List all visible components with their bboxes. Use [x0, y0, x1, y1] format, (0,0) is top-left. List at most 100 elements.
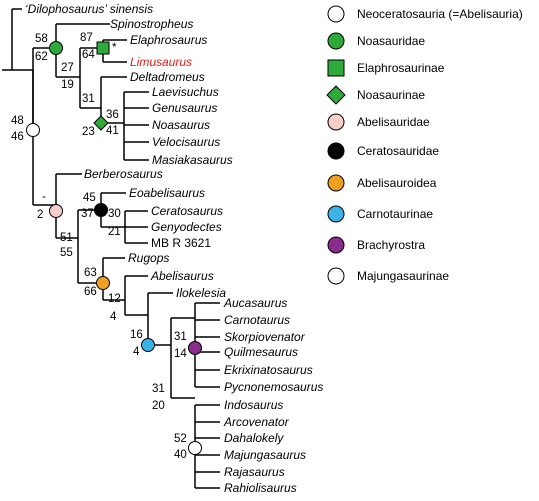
taxon-label: Dahalokely	[224, 431, 284, 445]
support-value: 4	[133, 346, 140, 358]
legend-item: Majungasaurinae	[327, 267, 449, 285]
purple-circle-icon	[327, 236, 345, 254]
taxon-label: Ekrixinatosaurus	[224, 363, 313, 377]
taxon-label: Quilmesaurus	[224, 345, 298, 359]
legend-label: Majungasaurinae	[357, 269, 449, 283]
support-value: 2	[37, 209, 43, 221]
support-value: 64	[82, 49, 95, 61]
support-value: 31	[82, 93, 95, 105]
taxon-label: Berberosaurus	[84, 167, 163, 181]
pink-circle-icon	[327, 113, 345, 131]
white-circle-icon	[327, 5, 345, 23]
support-value: 30	[108, 208, 121, 220]
support-value: 66	[84, 286, 97, 298]
neoceratosauria-node-marker	[26, 123, 40, 137]
taxon-label: Spinostropheus	[110, 17, 193, 31]
support-value: *	[112, 42, 117, 54]
support-value: 14	[174, 348, 187, 360]
support-value: 41	[106, 125, 119, 137]
support-value: 52	[174, 433, 187, 445]
support-value: 46	[11, 131, 24, 143]
legend-label: Abelisauridae	[357, 115, 430, 129]
majungasaurinae-node-marker	[188, 441, 202, 455]
green-diamond-icon	[326, 85, 346, 105]
legend-item: Elaphrosaurinae	[327, 59, 445, 77]
legend-item: Noasaurinae	[326, 85, 425, 105]
abelisauroidea-node-marker	[96, 276, 110, 290]
support-value: 31	[152, 383, 165, 395]
support-value: -	[42, 191, 46, 203]
taxon-label: Genusaurus	[152, 101, 217, 115]
green-circle-icon	[327, 32, 345, 50]
legend-item: Neoceratosauria (=Abelisauria)	[327, 5, 523, 23]
legend-item: Noasauridae	[327, 32, 425, 50]
legend-item: Abelisauridae	[327, 113, 430, 131]
support-value: 87	[80, 32, 93, 44]
support-value: 62	[35, 51, 48, 63]
taxon-label: MB R 3621	[151, 236, 211, 250]
support-value: 55	[60, 247, 73, 259]
support-value: 23	[82, 126, 95, 138]
support-value: 51	[60, 232, 73, 244]
support-value: 48	[11, 115, 24, 127]
support-value: 31	[174, 331, 187, 343]
taxon-label: Noasaurus	[152, 118, 210, 132]
abelisauridae-node-marker	[49, 204, 63, 218]
taxon-label: Ceratosaurus	[151, 204, 223, 218]
support-value: 45	[83, 192, 96, 204]
taxon-label: Genyodectes	[151, 220, 222, 234]
taxon-label: Rahiolisaurus	[224, 481, 297, 495]
taxon-label: Velocisaurus	[152, 135, 220, 149]
carnotaurinae-node-marker	[141, 338, 155, 352]
support-values: 48 46 58 62 27 19 87 64 * 31 23 36 41 - …	[11, 32, 187, 461]
support-value: 21	[108, 226, 121, 238]
taxon-label: Rajasaurus	[224, 465, 285, 479]
elaphrosaurinae-node-marker	[96, 41, 110, 55]
taxon-label: Elaphrosaurus	[130, 33, 207, 47]
legend-label: Elaphrosaurinae	[357, 61, 445, 75]
taxon-label: Indosaurus	[224, 398, 283, 412]
support-value: 58	[35, 33, 48, 45]
taxon-label: Pycnonemosaurus	[224, 380, 323, 394]
taxon-label: Limusaurus	[130, 55, 192, 69]
support-value: 27	[61, 62, 74, 74]
taxon-label: ‘Dilophosaurus’ sinensis	[25, 2, 153, 16]
taxon-label: Ilokelesia	[176, 286, 226, 300]
support-value: 4	[110, 311, 117, 323]
support-value: 12	[108, 293, 121, 305]
legend-label: Abelisauroidea	[357, 176, 437, 190]
legend-label: Brachyrostra	[357, 238, 425, 252]
support-value: 36	[106, 109, 119, 121]
green-square-icon	[327, 59, 345, 77]
support-value: 20	[152, 400, 165, 412]
taxon-label: Skorpiovenator	[224, 330, 306, 344]
legend-label: Noasaurinae	[357, 88, 425, 102]
noasauridae-node-marker	[49, 41, 63, 55]
taxon-label: Arcovenator	[223, 415, 290, 429]
taxon-label: Masiakasaurus	[152, 153, 233, 167]
legend-item: Carnotaurinae	[327, 205, 433, 223]
support-value: 40	[174, 449, 187, 461]
white-circle-icon	[327, 267, 345, 285]
taxon-label: Carnotaurus	[224, 313, 290, 327]
support-value: 16	[130, 329, 143, 341]
taxon-label: Majungasaurus	[224, 448, 306, 462]
black-circle-icon	[327, 142, 345, 160]
legend-label: Neoceratosauria (=Abelisauria)	[357, 7, 523, 21]
taxon-label: Abelisaurus	[150, 269, 214, 283]
legend-label: Noasauridae	[357, 34, 425, 48]
taxon-label: Eoabelisaurus	[129, 186, 205, 200]
support-value: 37	[81, 208, 94, 220]
legend-item: Brachyrostra	[327, 236, 425, 254]
legend: Neoceratosauria (=Abelisauria) Noasaurid…	[326, 5, 523, 285]
blue-circle-icon	[327, 205, 345, 223]
taxon-label: Laevisuchus	[152, 85, 219, 99]
taxon-label: Rugops	[128, 251, 169, 265]
brachyrostra-node-marker	[188, 341, 202, 355]
support-value: 19	[61, 79, 74, 91]
noasaurinae-node-marker	[93, 115, 109, 131]
legend-label: Ceratosauridae	[357, 144, 439, 158]
taxon-label: Deltadromeus	[130, 70, 205, 84]
